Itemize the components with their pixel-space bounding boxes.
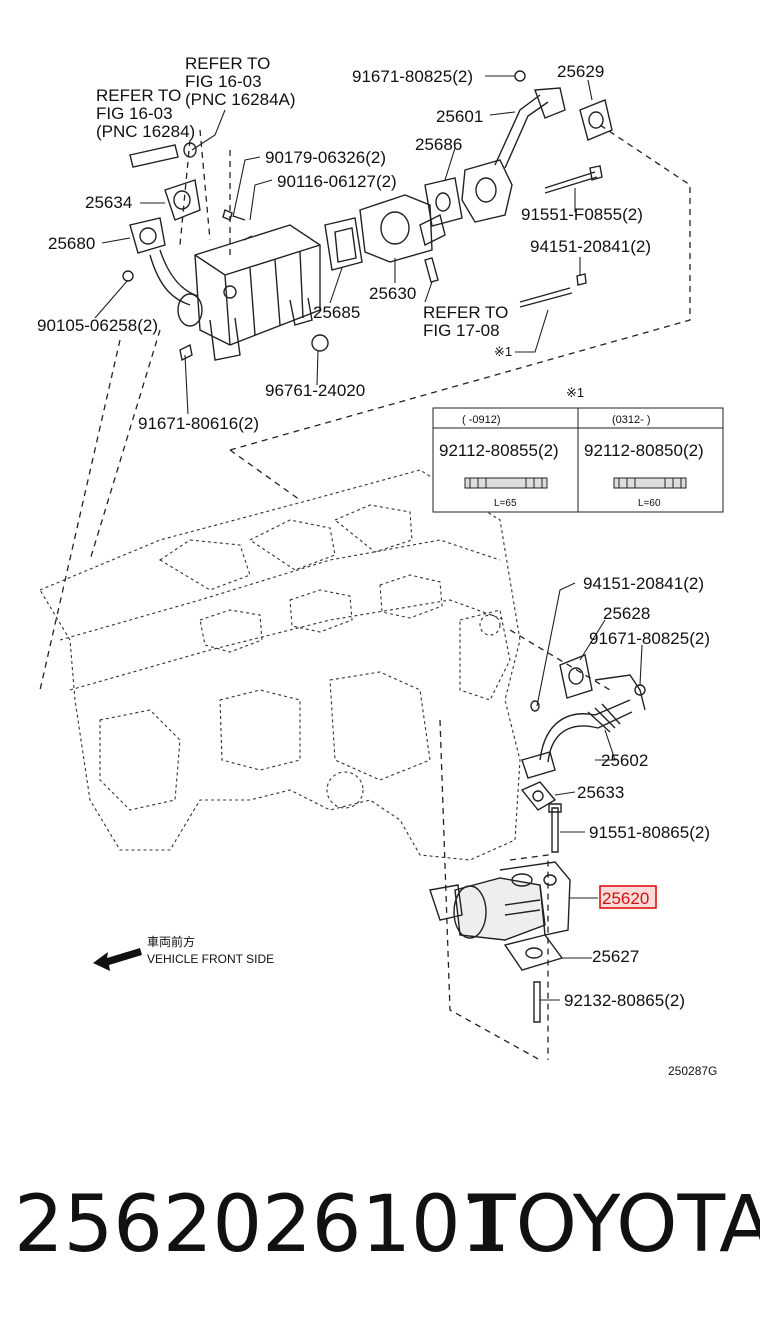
label-25685: 25685: [313, 303, 360, 322]
label-star1: ※1: [494, 344, 512, 359]
engine-block: [39, 469, 521, 861]
parts-diagram: REFER TO FIG 16-03 (PNC 16284A) REFER TO…: [37, 54, 724, 1078]
bolt-91551-80865-shape: [548, 803, 562, 853]
pipe-25602-shape: [521, 674, 646, 779]
bolts-cooler: [122, 209, 329, 362]
pipe-stub: [129, 142, 197, 168]
egr-cooler-shape: [194, 224, 321, 361]
table-col1-header: ( -0912): [462, 414, 501, 426]
part-number: 2562026101: [14, 1180, 511, 1270]
label-25620: 25620: [602, 889, 649, 908]
label-91671-80825-top: 91671-80825(2): [352, 67, 473, 86]
label-91671-80616: 91671-80616(2): [138, 414, 259, 433]
label-25629: 25629: [557, 62, 604, 81]
label-25680: 25680: [48, 234, 95, 253]
label-92132: 92132-80865(2): [564, 991, 685, 1010]
label-25630: 25630: [369, 284, 416, 303]
label-star1-table: ※1: [566, 385, 584, 400]
gasket-25627-shape: [503, 934, 564, 971]
label-refer-c1: REFER TO: [423, 303, 508, 322]
label-94151-bot: 94151-20841(2): [583, 574, 704, 593]
product-footer: 2562026101 TOYOTA: [0, 1180, 760, 1300]
label-refer-a1: REFER TO: [185, 54, 270, 73]
label-25627: 25627: [592, 947, 639, 966]
pipe-25680-shape: [129, 217, 203, 327]
front-arrow-icon: [93, 948, 142, 971]
figure-code: 250287G: [668, 1064, 717, 1078]
variant-table: ( -0912) (0312- ) 92112-80855(2) 92112-8…: [432, 407, 724, 513]
label-front-en: VEHICLE FRONT SIDE: [147, 952, 274, 966]
label-refer-c2: FIG 17-08: [423, 321, 500, 340]
part-labels: REFER TO FIG 16-03 (PNC 16284A) REFER TO…: [37, 54, 717, 1078]
table-col1-part: 92112-80855(2): [439, 441, 559, 460]
table-col2-header: (0312- ): [612, 414, 651, 426]
gasket-25634-shape: [164, 179, 201, 221]
vehicle-front-indicator: 車両前方 VEHICLE FRONT SIDE: [93, 934, 274, 971]
bolts-long: [519, 165, 603, 308]
label-25602: 25602: [601, 751, 648, 770]
label-refer-b2: FIG 16-03: [96, 104, 173, 123]
gasket-25686-shape: [424, 177, 463, 227]
stud-92132-shape: [533, 981, 541, 1023]
gasket-25628-shape: [559, 654, 593, 699]
pipe-25601-shape: [461, 70, 566, 223]
label-refer-b3: (PNC 16284): [96, 122, 195, 141]
target-part-highlight: 25620: [599, 885, 657, 909]
valve-25630-shape: [359, 194, 446, 283]
label-91671-80825-bot: 91671-80825(2): [589, 629, 710, 648]
egr-valve-25620-shape: [429, 861, 571, 941]
table-col1-length: L=65: [494, 498, 517, 509]
label-refer-b1: REFER TO: [96, 86, 181, 105]
reference-lines: [39, 124, 691, 1061]
table-col2-part: 92112-80850(2): [584, 441, 704, 460]
label-front-jp: 車両前方: [147, 934, 195, 949]
label-91551-80865: 91551-80865(2): [589, 823, 710, 842]
label-25628: 25628: [603, 604, 650, 623]
label-refer-a3: (PNC 16284A): [185, 90, 296, 109]
gasket-25629-shape: [579, 99, 613, 141]
gasket-25685-shape: [324, 217, 363, 271]
label-90179: 90179-06326(2): [265, 148, 386, 167]
gasket-25633-shape: [520, 781, 557, 811]
brand-name: TOYOTA: [468, 1180, 760, 1270]
label-96761: 96761-24020: [265, 381, 365, 400]
table-col2-length: L=60: [638, 498, 661, 509]
label-refer-a2: FIG 16-03: [185, 72, 262, 91]
label-90116: 90116-06127(2): [277, 172, 397, 191]
label-25633: 25633: [577, 783, 624, 802]
label-91551-f0855: 91551-F0855(2): [521, 205, 643, 224]
label-25601: 25601: [436, 107, 483, 126]
leader-lines: [94, 75, 643, 1001]
label-90105: 90105-06258(2): [37, 316, 158, 335]
label-94151-top: 94151-20841(2): [530, 237, 651, 256]
label-25686: 25686: [415, 135, 462, 154]
label-25634: 25634: [85, 193, 132, 212]
